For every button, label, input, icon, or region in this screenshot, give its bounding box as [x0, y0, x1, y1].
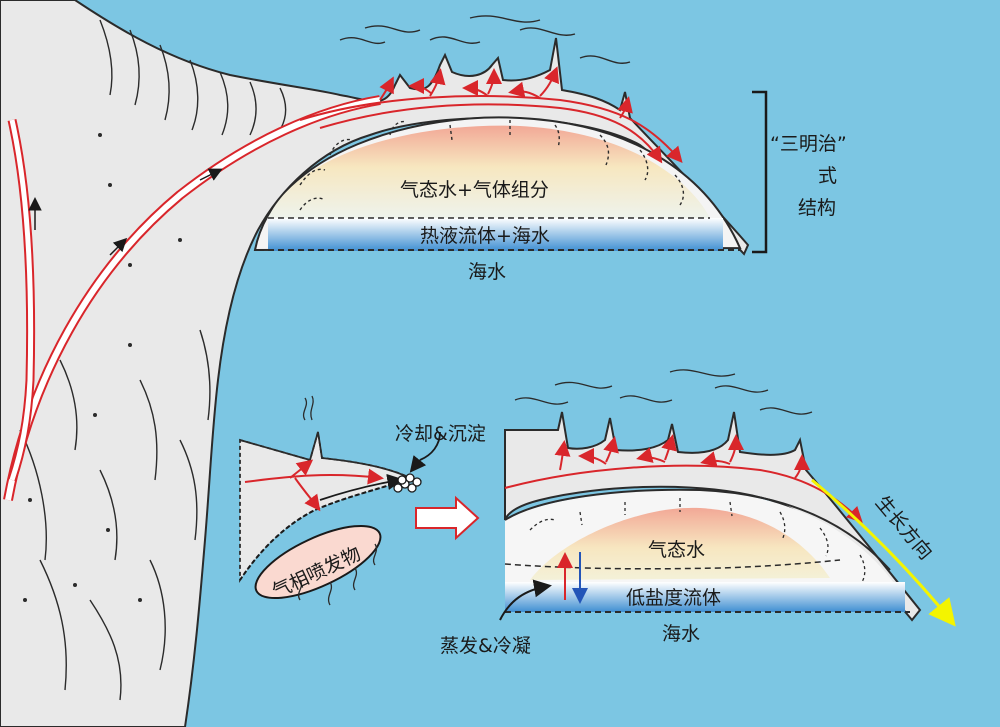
chimney-dots	[23, 133, 182, 602]
transition-arrow	[415, 495, 480, 541]
bottom-panel	[496, 398, 984, 622]
bracket-label-line1: “三明治”	[770, 133, 847, 155]
top-dome-pores	[299, 120, 685, 211]
bottom-sea-label: 海水	[662, 623, 700, 645]
bracket-label-line3: 结构	[798, 197, 836, 219]
cooling-label: 冷却&沉淀	[395, 423, 486, 445]
hydrothermal-conduit	[3, 95, 381, 501]
growth-direction-arrow	[811, 478, 956, 627]
top-gas-label: 气态水+气体组分	[400, 179, 549, 201]
bracket-label-line2: 式	[818, 165, 837, 187]
bottom-gas-label: 气态水	[648, 539, 705, 561]
chimney-hatching	[19, 19, 287, 701]
vapor-eruption-blob	[254, 524, 382, 606]
top-sea-label: 海水	[468, 261, 506, 283]
bottom-pores	[529, 498, 866, 583]
top-dome-flow	[299, 66, 683, 164]
top-dome-cavity	[253, 116, 742, 252]
top-vent-plumes	[339, 15, 631, 64]
evap-label: 蒸发&冷凝	[440, 635, 531, 657]
inset-vent	[239, 395, 441, 583]
top-fluid-label: 热液流体+海水	[420, 225, 550, 247]
bottom-vent-plumes	[514, 369, 813, 415]
evap-pointer	[499, 579, 552, 621]
bottom-fluid-label: 低盐度流体	[626, 587, 721, 609]
sandwich-bracket	[752, 90, 768, 254]
